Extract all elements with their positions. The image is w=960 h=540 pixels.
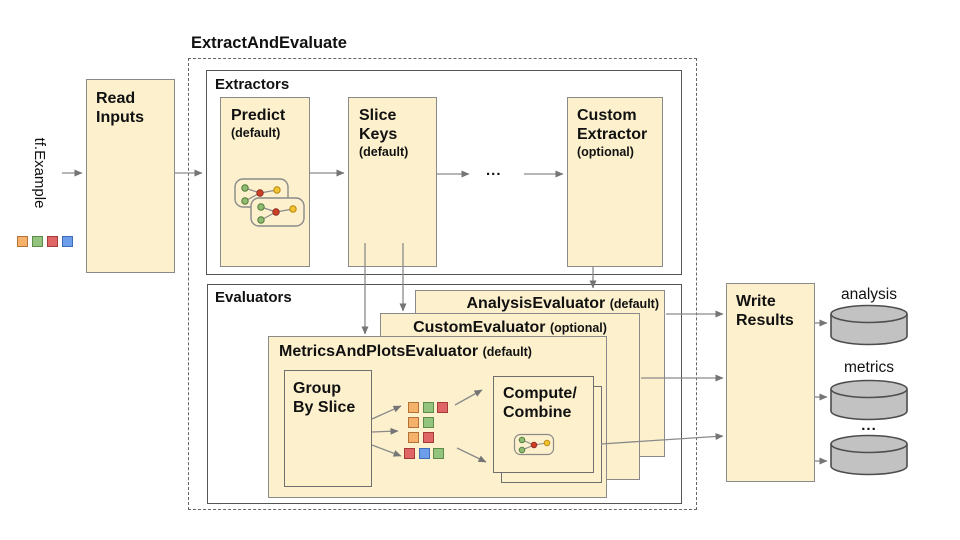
other-store-icon xyxy=(830,434,908,477)
custom-evaluator-sublabel: (optional) xyxy=(549,321,607,335)
model-graph-icon xyxy=(233,177,307,229)
extractors-ellipsis: ... xyxy=(486,162,502,179)
read-inputs-label: Read Inputs xyxy=(96,90,144,126)
slice-square-green xyxy=(433,447,445,459)
slice-keys-sublabel: (default) xyxy=(359,145,409,159)
slice-square-red xyxy=(404,447,415,459)
predict-sublabel: (default) xyxy=(231,126,281,140)
group-by-slice-label: Group By Slice xyxy=(293,380,356,416)
group-by-slice-box: Group By Slice xyxy=(284,370,372,487)
analysis-evaluator-sublabel: (default) xyxy=(609,297,659,311)
slice-square-orange xyxy=(408,417,419,429)
slice-square-red xyxy=(437,402,449,413)
input-square-blue xyxy=(62,236,73,247)
custom-extractor-label: Custom Extractor xyxy=(577,107,648,143)
extract-and-evaluate-boundary xyxy=(188,58,697,510)
compute-combine-label: Compute/ Combine xyxy=(503,385,577,421)
slice-square-red xyxy=(422,432,434,444)
slice-keys-extractor-box: Slice Keys (default) xyxy=(348,97,437,267)
compute-combine-box: Compute/ Combine xyxy=(493,376,594,473)
custom-extractor-sublabel: (optional) xyxy=(577,145,634,159)
metrics-store-icon xyxy=(830,379,908,422)
tf-example-label: tf.Example xyxy=(31,137,48,209)
input-square-green xyxy=(32,236,43,247)
slice-square-blue xyxy=(418,447,430,459)
slice-square-orange xyxy=(408,402,419,413)
output-analysis-label: analysis xyxy=(841,286,897,303)
evaluators-label: Evaluators xyxy=(215,289,292,306)
metrics-and-plots-evaluator-label: MetricsAndPlotsEvaluator xyxy=(279,343,479,360)
tf-example-squares-icon xyxy=(17,236,77,248)
analysis-store-icon xyxy=(830,304,908,347)
input-square-red xyxy=(47,236,58,247)
combine-graph-icon xyxy=(513,433,555,457)
output-ellipsis-label: ... xyxy=(861,417,877,434)
write-results-box: Write Results xyxy=(726,283,815,482)
predict-label: Predict xyxy=(231,107,286,124)
analysis-evaluator-label: AnalysisEvaluator xyxy=(466,295,606,312)
slice-square-green xyxy=(422,417,434,429)
diagram-title: ExtractAndEvaluate xyxy=(191,34,347,52)
write-results-label: Write Results xyxy=(736,293,794,329)
extractors-label: Extractors xyxy=(215,76,290,93)
slice-square-orange xyxy=(408,432,419,444)
output-metrics-label: metrics xyxy=(844,359,894,376)
custom-extractor-box: Custom Extractor (optional) xyxy=(567,97,663,267)
slice-square-green xyxy=(422,402,434,413)
metrics-and-plots-evaluator-sublabel: (default) xyxy=(482,345,532,359)
input-square-orange xyxy=(17,236,28,247)
read-inputs-box: Read Inputs xyxy=(86,79,175,273)
sliced-data-grid-icon xyxy=(404,402,454,462)
custom-evaluator-label: CustomEvaluator xyxy=(413,319,546,336)
slice-keys-label: Slice Keys xyxy=(359,107,398,143)
